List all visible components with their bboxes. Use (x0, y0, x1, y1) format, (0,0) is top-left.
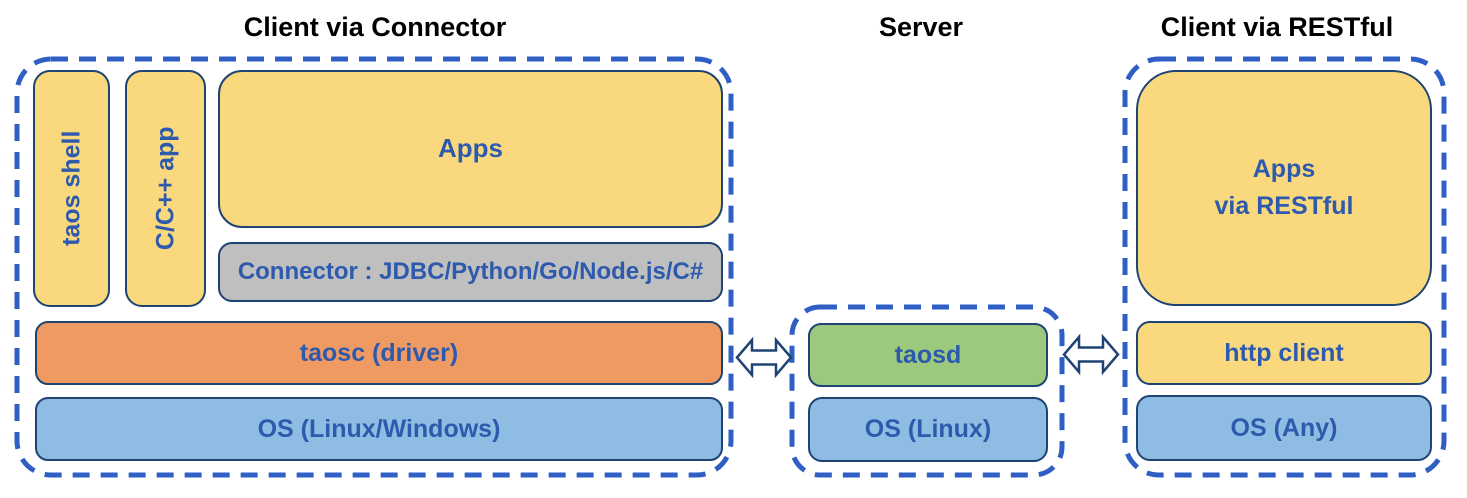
section-title-client-connector: Client via Connector (243, 12, 507, 42)
cpp-app-label: C/C++ app (151, 126, 180, 251)
os-linux-windows-label: OS (Linux/Windows) (257, 414, 501, 443)
box-os-linux: OS (Linux) (808, 397, 1048, 462)
box-apps: Apps (218, 70, 723, 228)
taosc-driver-label: taosc (driver) (299, 338, 459, 367)
group-client-connector: taos shell C/C++ app Apps Connector : JD… (14, 56, 734, 478)
connector-label: Connector : JDBC/Python/Go/Node.js/C# (237, 258, 704, 286)
apps-restful-label-line1: Apps (1252, 154, 1316, 183)
http-client-label: http client (1224, 338, 1344, 367)
group-client-restful: Apps via RESTful http client OS (Any) (1122, 56, 1447, 478)
box-os-linux-windows: OS (Linux/Windows) (35, 397, 723, 461)
taosd-label: taosd (894, 340, 962, 369)
double-arrow-icon (1062, 333, 1120, 376)
box-taosc-driver: taosc (driver) (35, 321, 723, 385)
taos-shell-label: taos shell (57, 130, 86, 247)
box-os-any: OS (Any) (1136, 395, 1432, 461)
group-server: taosd OS (Linux) (789, 304, 1065, 478)
section-title-server: Server (878, 12, 964, 42)
box-cpp-app: C/C++ app (125, 70, 206, 307)
box-taos-shell: taos shell (33, 70, 110, 307)
apps-label: Apps (438, 133, 503, 164)
double-arrow-icon (735, 336, 793, 379)
os-any-label: OS (Any) (1230, 413, 1338, 442)
apps-restful-label-line2: via RESTful (1214, 192, 1354, 220)
box-connector: Connector : JDBC/Python/Go/Node.js/C# (218, 242, 723, 302)
os-linux-label: OS (Linux) (864, 415, 992, 444)
section-title-client-restful: Client via RESTful (1160, 12, 1394, 42)
box-apps-via-restful: Apps via RESTful (1136, 70, 1432, 306)
box-http-client: http client (1136, 321, 1432, 385)
box-taosd: taosd (808, 323, 1048, 387)
